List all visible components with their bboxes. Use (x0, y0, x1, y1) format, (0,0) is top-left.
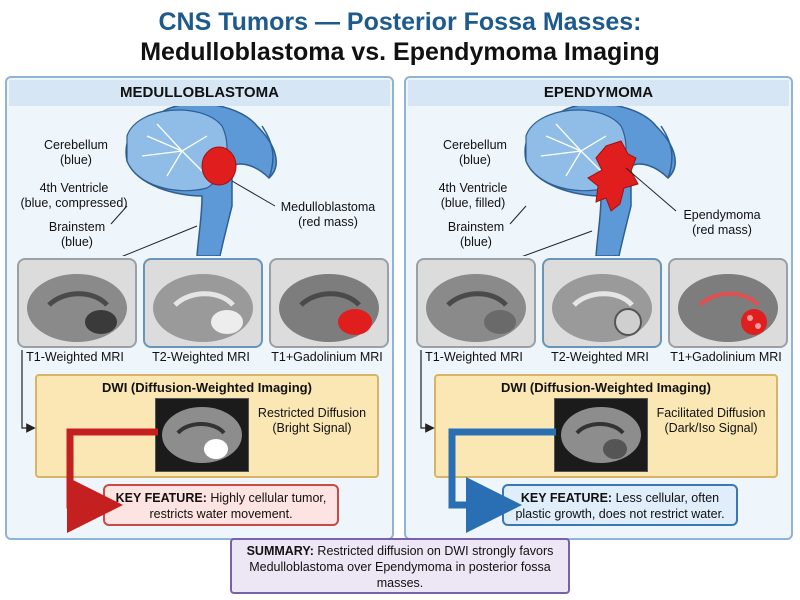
leader-ventricle (121, 225, 198, 256)
label-ependymoma: Ependymoma(red mass) (683, 208, 761, 237)
key-feature-text: Highly cellular tumor, restricts water m… (149, 491, 327, 521)
medulloblastoma-panel: MEDULLOBLASTOMA Cerebellum(blue) 4th Ven… (5, 76, 394, 540)
mri-t1-thumbnail (416, 258, 536, 348)
panel-header-ependymoma: EPENDYMOMA (408, 80, 789, 106)
mri-t2-thumbnail (143, 258, 263, 348)
caption-t1-gadolinium: T1+Gadolinium MRI (670, 350, 782, 364)
leader-mass (625, 167, 677, 212)
dwi-title: DWI (Diffusion-Weighted Imaging) (501, 380, 711, 395)
leader-cerebellum (509, 205, 527, 225)
dwi-image-dark (554, 398, 648, 472)
caption-t2: T2-Weighted MRI (551, 350, 649, 364)
leader-cerebellum (110, 205, 128, 225)
blue-arrow-to-key (448, 428, 556, 533)
ependymoma-brain-diagram (509, 106, 677, 256)
summary-text: Restricted diffusion on DWI strongly fav… (249, 544, 554, 590)
dwi-image-bright (155, 398, 249, 472)
title-line-2: Medulloblastoma vs. Ependymoma Imaging (140, 38, 660, 66)
caption-t1-gadolinium: T1+Gadolinium MRI (271, 350, 383, 364)
cerebellum-folia (540, 123, 607, 177)
label-4th-ventricle: 4th Ventricle(blue, compressed) (20, 181, 128, 210)
caption-t1: T1-Weighted MRI (425, 350, 523, 364)
mri-t1-gadolinium-thumbnail (269, 258, 389, 348)
title-line-1: CNS Tumors — Posterior Fossa Masses: (158, 8, 642, 36)
ependymoma-panel: EPENDYMOMA Cerebellum(blue) 4th Ventricl… (404, 76, 793, 540)
medulloblastoma-mass (201, 146, 237, 186)
caption-t1: T1-Weighted MRI (26, 350, 124, 364)
label-brainstem: Brainstem(blue) (48, 220, 106, 249)
key-feature-ependymoma: KEY FEATURE: Less cellular, often plasti… (502, 484, 738, 526)
left-flow-arrow (21, 350, 36, 433)
ependymoma-mass (587, 140, 639, 212)
dwi-label-restricted: Restricted Diffusion(Bright Signal) (257, 406, 367, 435)
mri-t2-thumbnail (542, 258, 662, 348)
panel-header-medulloblastoma: MEDULLOBLASTOMA (9, 80, 390, 106)
red-arrow-to-key (66, 428, 158, 533)
mri-t1-thumbnail (17, 258, 137, 348)
medulloblastoma-brain-diagram (110, 106, 277, 256)
key-feature-bold: KEY FEATURE: (115, 491, 207, 505)
dwi-title: DWI (Diffusion-Weighted Imaging) (102, 380, 312, 395)
label-medulloblastoma: Medulloblastoma(red mass) (280, 200, 376, 229)
summary-box: SUMMARY: Restricted diffusion on DWI str… (230, 538, 570, 594)
right-flow-arrow (420, 350, 435, 433)
label-cerebellum: Cerebellum(blue) (44, 138, 108, 167)
key-feature-text: Less cellular, often plastic growth, doe… (515, 491, 725, 521)
key-feature-bold: KEY FEATURE: (520, 491, 613, 505)
mri-t1-gadolinium-thumbnail (668, 258, 788, 348)
leader-mass (231, 180, 276, 207)
dwi-label-facilitated: Facilitated Diffusion(Dark/Iso Signal) (656, 406, 766, 435)
dwi-box-medulloblastoma: DWI (Diffusion-Weighted Imaging) Restric… (35, 374, 379, 478)
cerebellum-folia (141, 123, 208, 177)
label-brainstem: Brainstem(blue) (447, 220, 505, 249)
label-cerebellum: Cerebellum(blue) (443, 138, 507, 167)
leader-ventricle (522, 230, 593, 256)
caption-t2: T2-Weighted MRI (152, 350, 250, 364)
dwi-box-ependymoma: DWI (Diffusion-Weighted Imaging) Facilit… (434, 374, 778, 478)
label-4th-ventricle: 4th Ventricle(blue, filled) (438, 181, 508, 210)
summary-bold: SUMMARY: (246, 544, 314, 558)
